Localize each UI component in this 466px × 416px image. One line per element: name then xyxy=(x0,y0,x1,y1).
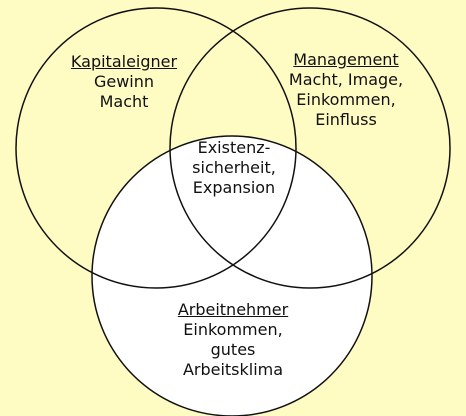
group-intersection: Existenz- sicherheit, Expansion xyxy=(164,138,304,198)
circle-management xyxy=(169,7,451,289)
group-kapitaleigner: Kapitaleigner Gewinn Macht xyxy=(54,52,194,112)
kapitaleigner-title: Kapitaleigner xyxy=(70,52,178,71)
circle-kapitaleigner xyxy=(15,7,297,289)
kapitaleigner-line: Macht xyxy=(99,92,149,111)
arbeitnehmer-line: Arbeitsklima xyxy=(182,360,284,379)
group-arbeitnehmer: Arbeitnehmer Einkommen, gutes Arbeitskli… xyxy=(163,300,303,380)
arbeitnehmer-title: Arbeitnehmer xyxy=(177,300,289,319)
arbeitnehmer-line: gutes xyxy=(210,340,256,359)
management-line: Macht, Image, xyxy=(288,70,404,89)
arbeitnehmer-line: Einkommen, xyxy=(183,320,283,339)
kapitaleigner-line: Gewinn xyxy=(93,72,155,91)
group-management: Management Macht, Image, Einkommen, Einf… xyxy=(276,50,416,130)
intersection-line: Existenz- xyxy=(197,138,271,157)
intersection-line: sicherheit, xyxy=(192,158,276,177)
management-title: Management xyxy=(293,50,399,69)
management-line: Einfluss xyxy=(315,110,377,129)
circle-arbeitnehmer xyxy=(91,135,373,416)
management-line: Einkommen, xyxy=(296,90,396,109)
intersection-line: Expansion xyxy=(192,178,276,197)
